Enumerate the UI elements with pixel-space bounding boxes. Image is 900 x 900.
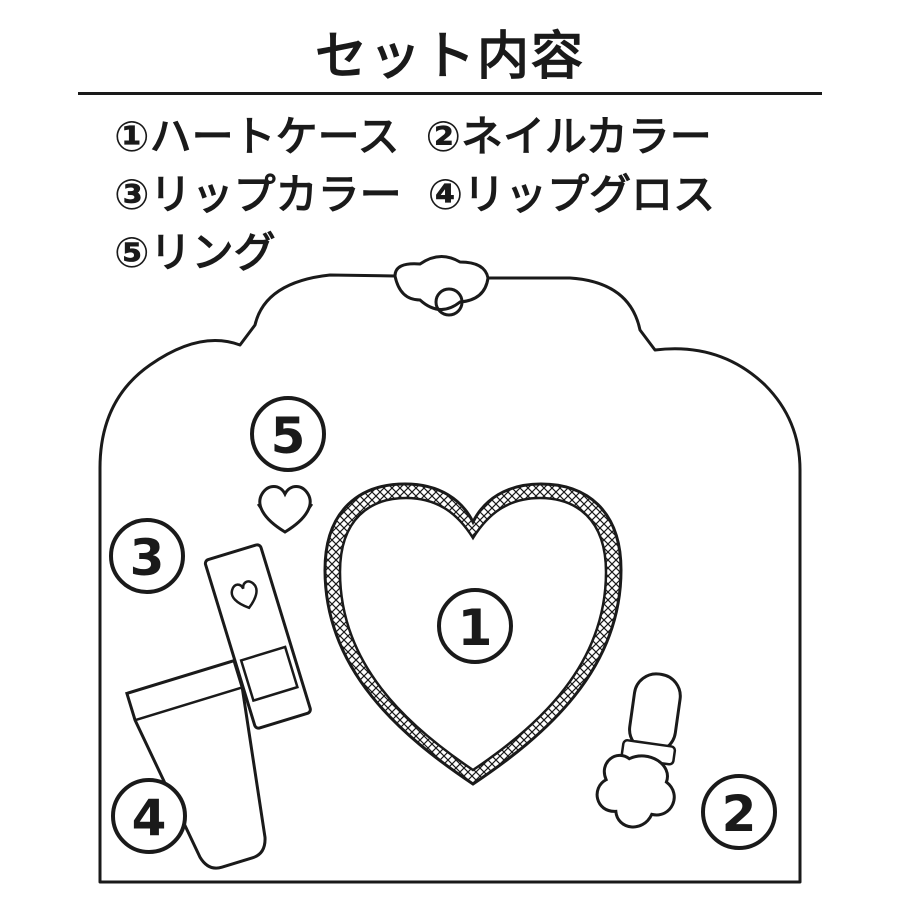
callout-nail-color: 2 [701,774,777,850]
list-item-nail-color: ②ネイルカラー [425,108,711,166]
list-row-1: ①ハートケース ②ネイルカラー [114,108,715,166]
list-item-lip-color: ③リップカラー [114,166,402,224]
callout-lip-color: 3 [109,518,185,594]
item-number: ⑤ [114,228,150,277]
lip-gloss-item [125,658,267,870]
ring-item [256,485,314,534]
item-label: ネイルカラー [461,112,712,161]
item-number: ② [425,112,462,161]
list-row-3: ⑤リング [114,224,715,282]
lipstick-heart-icon [230,580,258,610]
set-contents-title: セット内容 [314,27,585,87]
lipstick-cap-band [239,645,299,703]
ring-heart-icon [258,485,312,534]
item-label: リップグロス [463,170,716,219]
callout-number-4: 4 [132,789,167,847]
title-underline [78,92,822,95]
nail-color-item [595,672,682,829]
hang-hole [434,287,464,317]
callout-number-1: 1 [458,599,493,657]
item-label: リップカラー [149,170,402,219]
contents-list: ①ハートケース ②ネイルカラー ③リップカラー ④リップグロス ⑤リング [114,108,715,282]
callout-number-3: 3 [130,529,165,587]
item-number: ① [114,112,150,161]
callout-heart-case: 1 [437,588,513,664]
callout-number-5: 5 [271,407,306,465]
item-number: ④ [427,170,464,219]
nail-flower-bottle-icon [595,753,676,829]
lip-color-item [203,543,312,730]
list-row-2: ③リップカラー ④リップグロス [114,166,715,224]
item-label: ハートケース [149,112,400,161]
callout-number-2: 2 [722,785,757,843]
item-label: リング [149,228,276,277]
card-outline [98,255,802,884]
gloss-tube-line [134,686,243,722]
callout-lip-gloss: 4 [111,778,187,854]
item-number: ③ [114,170,150,219]
list-item-ring: ⑤リング [114,224,276,282]
callout-ring: 5 [250,396,326,472]
ring-heart-edge [256,503,314,511]
list-item-heart-case: ①ハートケース [114,108,399,166]
list-item-lip-gloss: ④リップグロス [428,166,716,224]
